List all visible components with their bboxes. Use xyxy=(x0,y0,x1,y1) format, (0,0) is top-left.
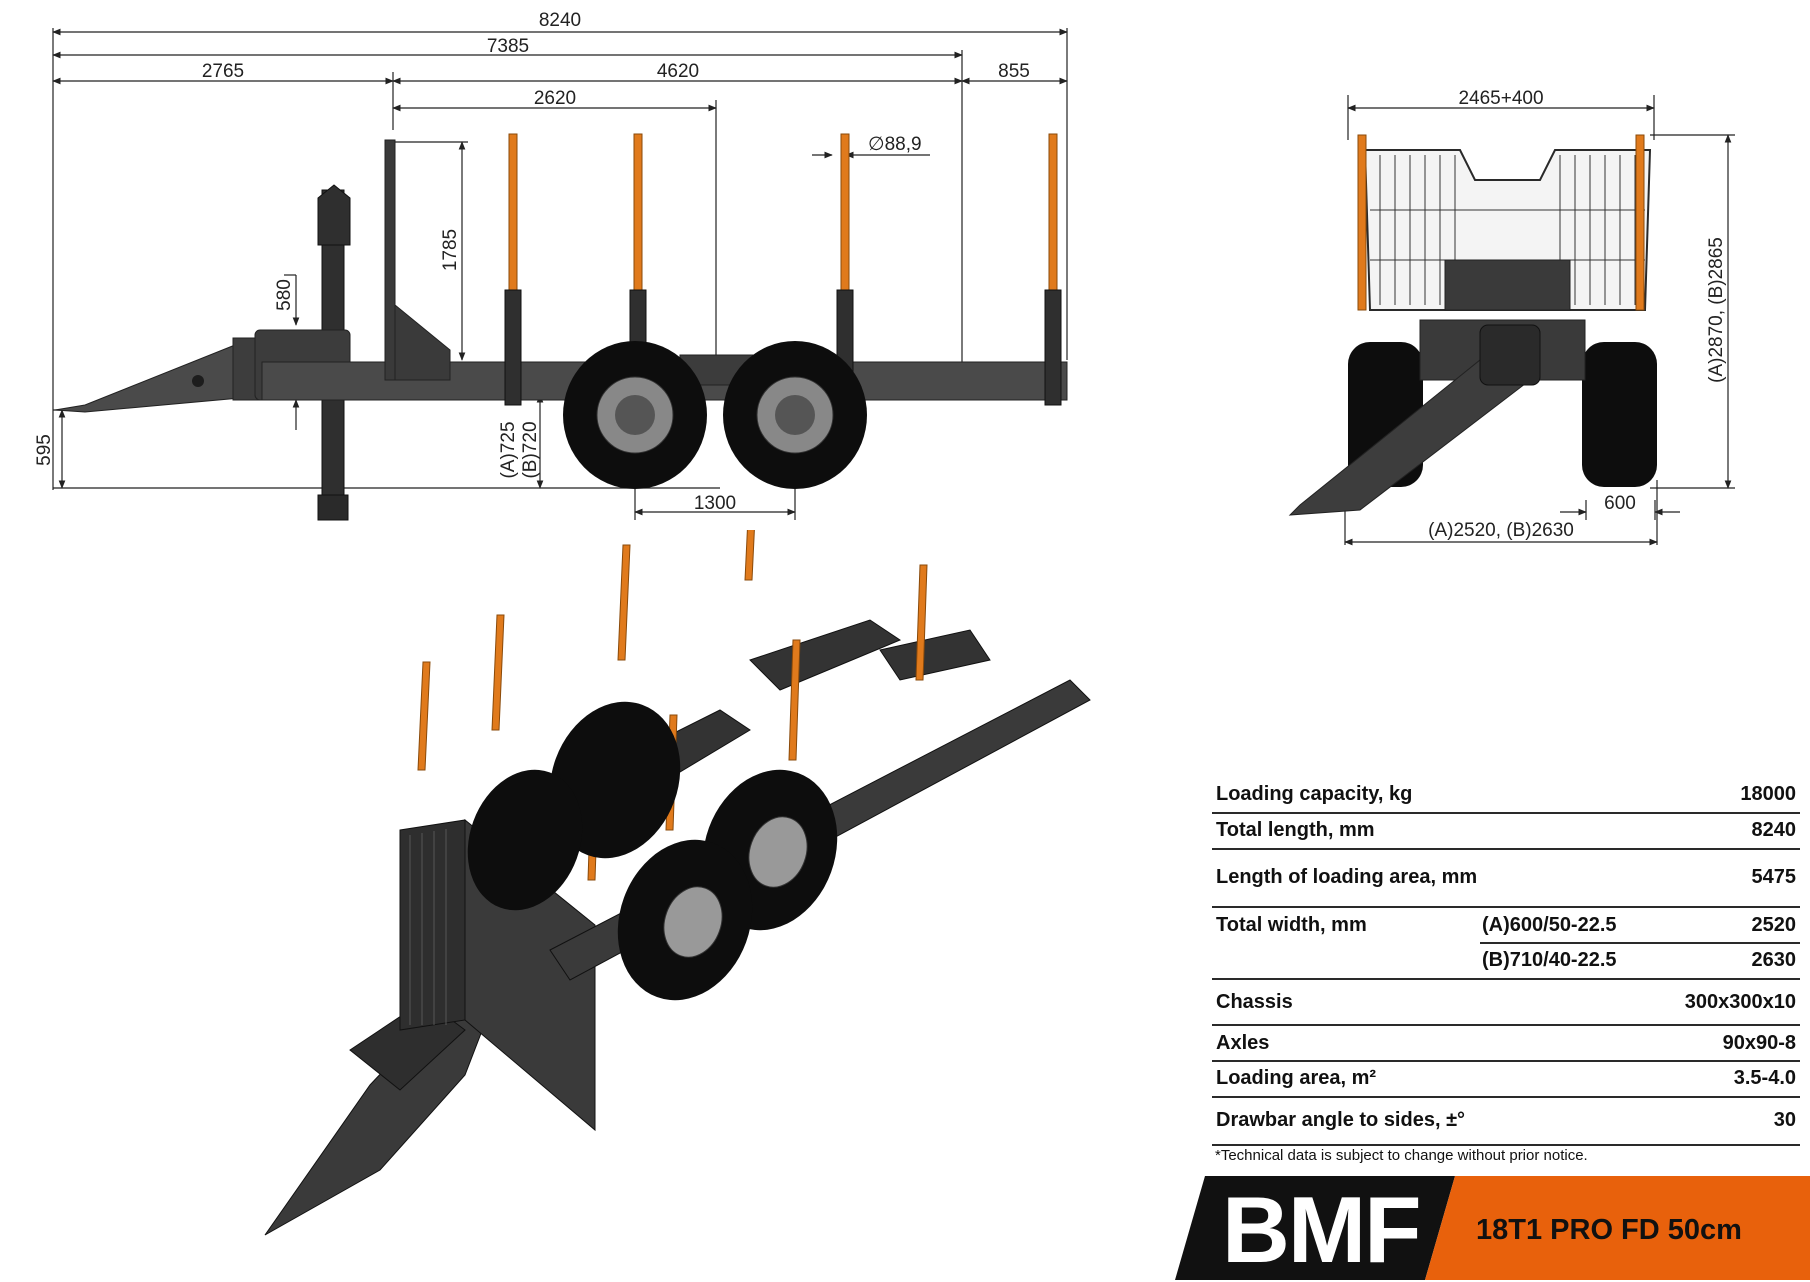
iso-wheel-front-left xyxy=(467,769,583,911)
spec-label: Length of loading area, mm xyxy=(1216,866,1478,888)
iso-stake-3 xyxy=(617,544,631,661)
iso-stake-4 xyxy=(744,530,755,581)
drawbar xyxy=(54,344,241,413)
spec-label: Chassis xyxy=(1216,991,1293,1013)
dim-total-width: (A)2520, (B)2630 xyxy=(1428,520,1574,541)
brand-banner xyxy=(1175,1176,1810,1280)
dim-front: 2765 xyxy=(202,61,244,82)
spec-label: Total length, mm xyxy=(1216,819,1375,841)
spec-value: 18000 xyxy=(1740,783,1796,805)
spec-value: 5475 xyxy=(1751,866,1797,888)
spec-value: 300x300x10 xyxy=(1684,991,1796,1013)
spec-label: Loading capacity, kg xyxy=(1216,783,1413,805)
rear-stake-left xyxy=(1357,134,1367,311)
dim-total-length: 8240 xyxy=(539,10,581,31)
dim-bolster-height: 1785 xyxy=(440,229,461,271)
spec-value: 8240 xyxy=(1751,819,1797,841)
spec-row: Length of loading area, mm 5475 xyxy=(1212,850,1800,908)
dim-height-a: (A)725 xyxy=(498,421,519,478)
spec-label: Total width, mm xyxy=(1216,914,1367,936)
spec-row: (B)710/40-22.5 2630 xyxy=(1212,944,1800,980)
dim-stake-diameter: ∅88,9 xyxy=(868,134,922,155)
dim-grille-width: 2465+400 xyxy=(1458,88,1543,109)
model-name: 18T1 PRO FD 50cm xyxy=(1476,1214,1742,1246)
dim-rear-height: (A)2870, (B)2865 xyxy=(1706,237,1727,383)
dim-overall: 7385 xyxy=(487,36,529,57)
rear-wheel-1 xyxy=(563,341,707,489)
spec-table: Loading capacity, kg 18000 Total length,… xyxy=(1212,779,1800,1146)
spec-value: 2520 xyxy=(1751,914,1797,936)
stake-2 xyxy=(633,133,643,305)
spec-row: Axles 90x90-8 xyxy=(1212,1026,1800,1062)
dim-height-b: (B)720 xyxy=(520,421,541,478)
dim-rear: 4620 xyxy=(657,61,699,82)
iso-wheel-front-right xyxy=(617,839,753,1001)
spec-row: Loading capacity, kg 18000 xyxy=(1212,779,1800,814)
spec-option: (A)600/50-22.5 xyxy=(1482,914,1617,936)
spec-value: 3.5-4.0 xyxy=(1733,1067,1796,1089)
banner-dark-panel xyxy=(1175,1176,1455,1280)
spec-label: Loading area, m² xyxy=(1216,1067,1377,1089)
spec-value: 30 xyxy=(1773,1109,1796,1131)
dim-hitch-offset: 580 xyxy=(274,279,295,311)
iso-stake-5 xyxy=(915,564,928,681)
spec-option: (B)710/40-22.5 xyxy=(1482,949,1617,971)
rear-wheel-2 xyxy=(723,341,867,489)
spec-value: 90x90-8 xyxy=(1722,1032,1796,1054)
disclaimer-note: *Technical data is subject to change wit… xyxy=(1215,1147,1588,1164)
dim-axle-spacing: 1300 xyxy=(694,493,736,514)
banner-accent-panel xyxy=(1425,1176,1810,1280)
rear-view-drawing: 2465+400 (A)2870, (B)2865 600 (A)2520, (… xyxy=(1288,88,1735,546)
dim-tyre-width: 600 xyxy=(1604,493,1636,514)
dim-overhang: 855 xyxy=(998,61,1030,82)
isometric-view-drawing xyxy=(264,530,1091,1236)
spec-row: Total width, mm (A)600/50-22.5 2520 xyxy=(1212,908,1800,942)
iso-stake-2 xyxy=(491,614,505,731)
stake-1 xyxy=(508,133,518,305)
spec-row: Loading area, m² 3.5-4.0 xyxy=(1212,1062,1800,1098)
side-view-drawing: 8240 7385 2765 4620 855 2620 1785 ∅88,9 … xyxy=(34,10,1068,521)
spec-row: Total length, mm 8240 xyxy=(1212,814,1800,850)
iso-wheel-rear-left xyxy=(549,701,681,859)
spec-row: Chassis 300x300x10 xyxy=(1212,980,1800,1026)
spec-label: Drawbar angle to sides, ±° xyxy=(1216,1109,1466,1131)
brand-logo: BMF xyxy=(1222,1177,1422,1282)
spec-value: 2630 xyxy=(1751,949,1797,971)
stake-3 xyxy=(840,133,850,305)
stake-4 xyxy=(1048,133,1058,305)
spec-label: Axles xyxy=(1216,1032,1270,1054)
iso-stake-6 xyxy=(788,639,801,761)
rear-tyre-right xyxy=(1582,342,1657,487)
dim-stake-spacing: 2620 xyxy=(534,88,576,109)
spec-row: Drawbar angle to sides, ±° 30 xyxy=(1212,1098,1800,1146)
iso-stake-1 xyxy=(417,661,431,771)
rear-stake-right xyxy=(1635,134,1645,311)
dim-hitch-height: 595 xyxy=(34,434,55,466)
